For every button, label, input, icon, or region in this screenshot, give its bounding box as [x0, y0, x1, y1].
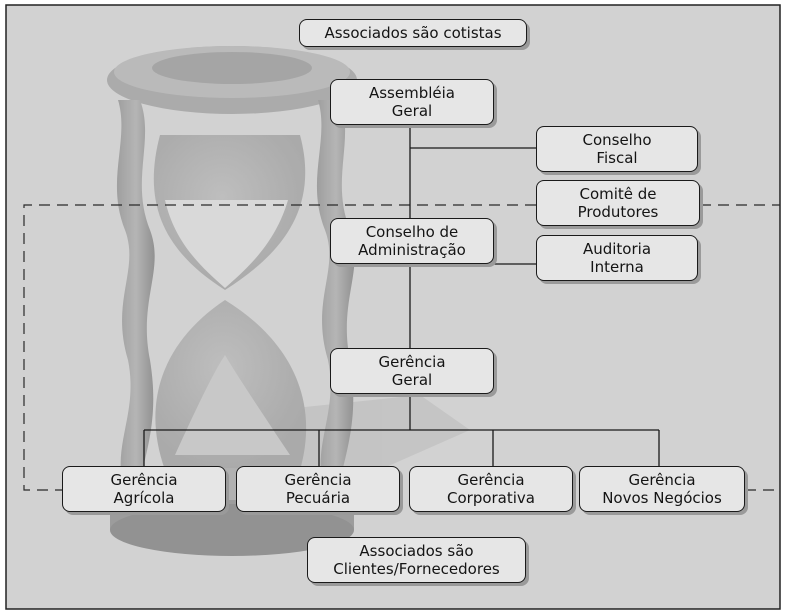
node-gerencia-novos-line-1: Gerência: [628, 471, 696, 489]
node-gerencia-pecuaria: Gerência Pecuária: [236, 466, 400, 512]
node-auditoria-line-2: Interna: [590, 258, 644, 276]
node-gerencia-novos-negocios: Gerência Novos Negócios: [579, 466, 745, 512]
node-gerencia-geral-line-2: Geral: [391, 371, 433, 389]
connector-lines: [143, 125, 660, 466]
node-assembleia-line-1: Assembléia: [368, 84, 455, 102]
node-gerencia-geral: Gerência Geral: [330, 348, 494, 394]
node-comite-produtores: Comitê de Produtores: [536, 180, 700, 226]
node-assembleia-line-2: Geral: [391, 102, 433, 120]
node-gerencia-agricola-line-2: Agrícola: [113, 489, 175, 507]
node-gerencia-corporativa-line-2: Corporativa: [447, 489, 535, 507]
node-gerencia-agricola-line-1: Gerência: [110, 471, 178, 489]
node-gerencia-pecuaria-line-2: Pecuária: [285, 489, 351, 507]
top-label-box: Associados são cotistas: [299, 19, 527, 47]
node-comite-line-1: Comitê de: [579, 185, 657, 203]
node-gerencia-agricola: Gerência Agrícola: [62, 466, 226, 512]
node-conselho-fiscal: Conselho Fiscal: [536, 126, 698, 172]
bottom-label-box: Associados são Clientes/Fornecedores: [307, 537, 526, 583]
node-conselho-admin-line-2: Administração: [358, 241, 466, 259]
node-gerencia-novos-line-2: Novos Negócios: [602, 489, 722, 507]
bottom-label-line-1: Associados são: [359, 542, 474, 560]
node-gerencia-corporativa-line-1: Gerência: [457, 471, 525, 489]
node-conselho-administracao: Conselho de Administração: [330, 218, 494, 264]
node-conselho-fiscal-line-2: Fiscal: [596, 149, 638, 167]
node-auditoria-interna: Auditoria Interna: [536, 235, 698, 281]
dashed-boundary: [23, 204, 780, 491]
bottom-label-line-2: Clientes/Fornecedores: [333, 560, 500, 578]
top-label: Associados são cotistas: [324, 24, 502, 42]
node-auditoria-line-1: Auditoria: [582, 240, 652, 258]
node-conselho-fiscal-line-1: Conselho: [582, 131, 652, 149]
node-gerencia-corporativa: Gerência Corporativa: [409, 466, 573, 512]
node-comite-line-2: Produtores: [577, 203, 659, 221]
node-gerencia-geral-line-1: Gerência: [378, 353, 446, 371]
node-gerencia-pecuaria-line-1: Gerência: [284, 471, 352, 489]
node-assembleia-geral: Assembléia Geral: [330, 79, 494, 125]
node-conselho-admin-line-1: Conselho de: [365, 223, 459, 241]
